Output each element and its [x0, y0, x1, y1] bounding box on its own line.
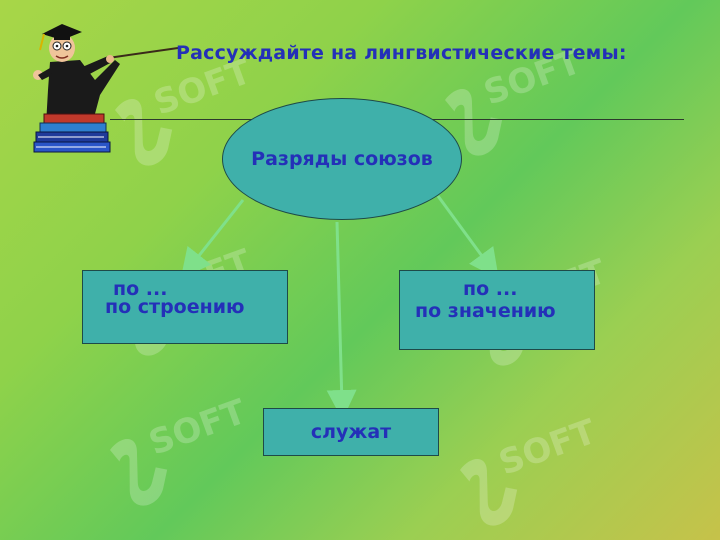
arrow-to-right-box [436, 195, 499, 280]
right-node-line1: по ... [463, 278, 518, 300]
page-heading: Рассуждайте на лингвистические темы: [176, 42, 627, 64]
left-node-box [82, 270, 288, 344]
arrow-to-left-box [180, 199, 245, 279]
center-node-label: Разряды союзов [251, 148, 433, 170]
right-node-line2: по значению [415, 300, 556, 322]
arrow-to-bottom-box [326, 221, 357, 420]
bottom-node-label: служат [310, 421, 392, 443]
bottom-node-box: служат [263, 408, 439, 456]
book-stack-icon [33, 113, 111, 153]
right-node-box [399, 270, 595, 350]
professor-with-pointer-icon [33, 24, 179, 132]
left-node-line1: по ... [113, 278, 168, 300]
left-node-line2: по строению [105, 296, 245, 318]
center-node-ellipse: Разряды союзов [222, 98, 462, 220]
